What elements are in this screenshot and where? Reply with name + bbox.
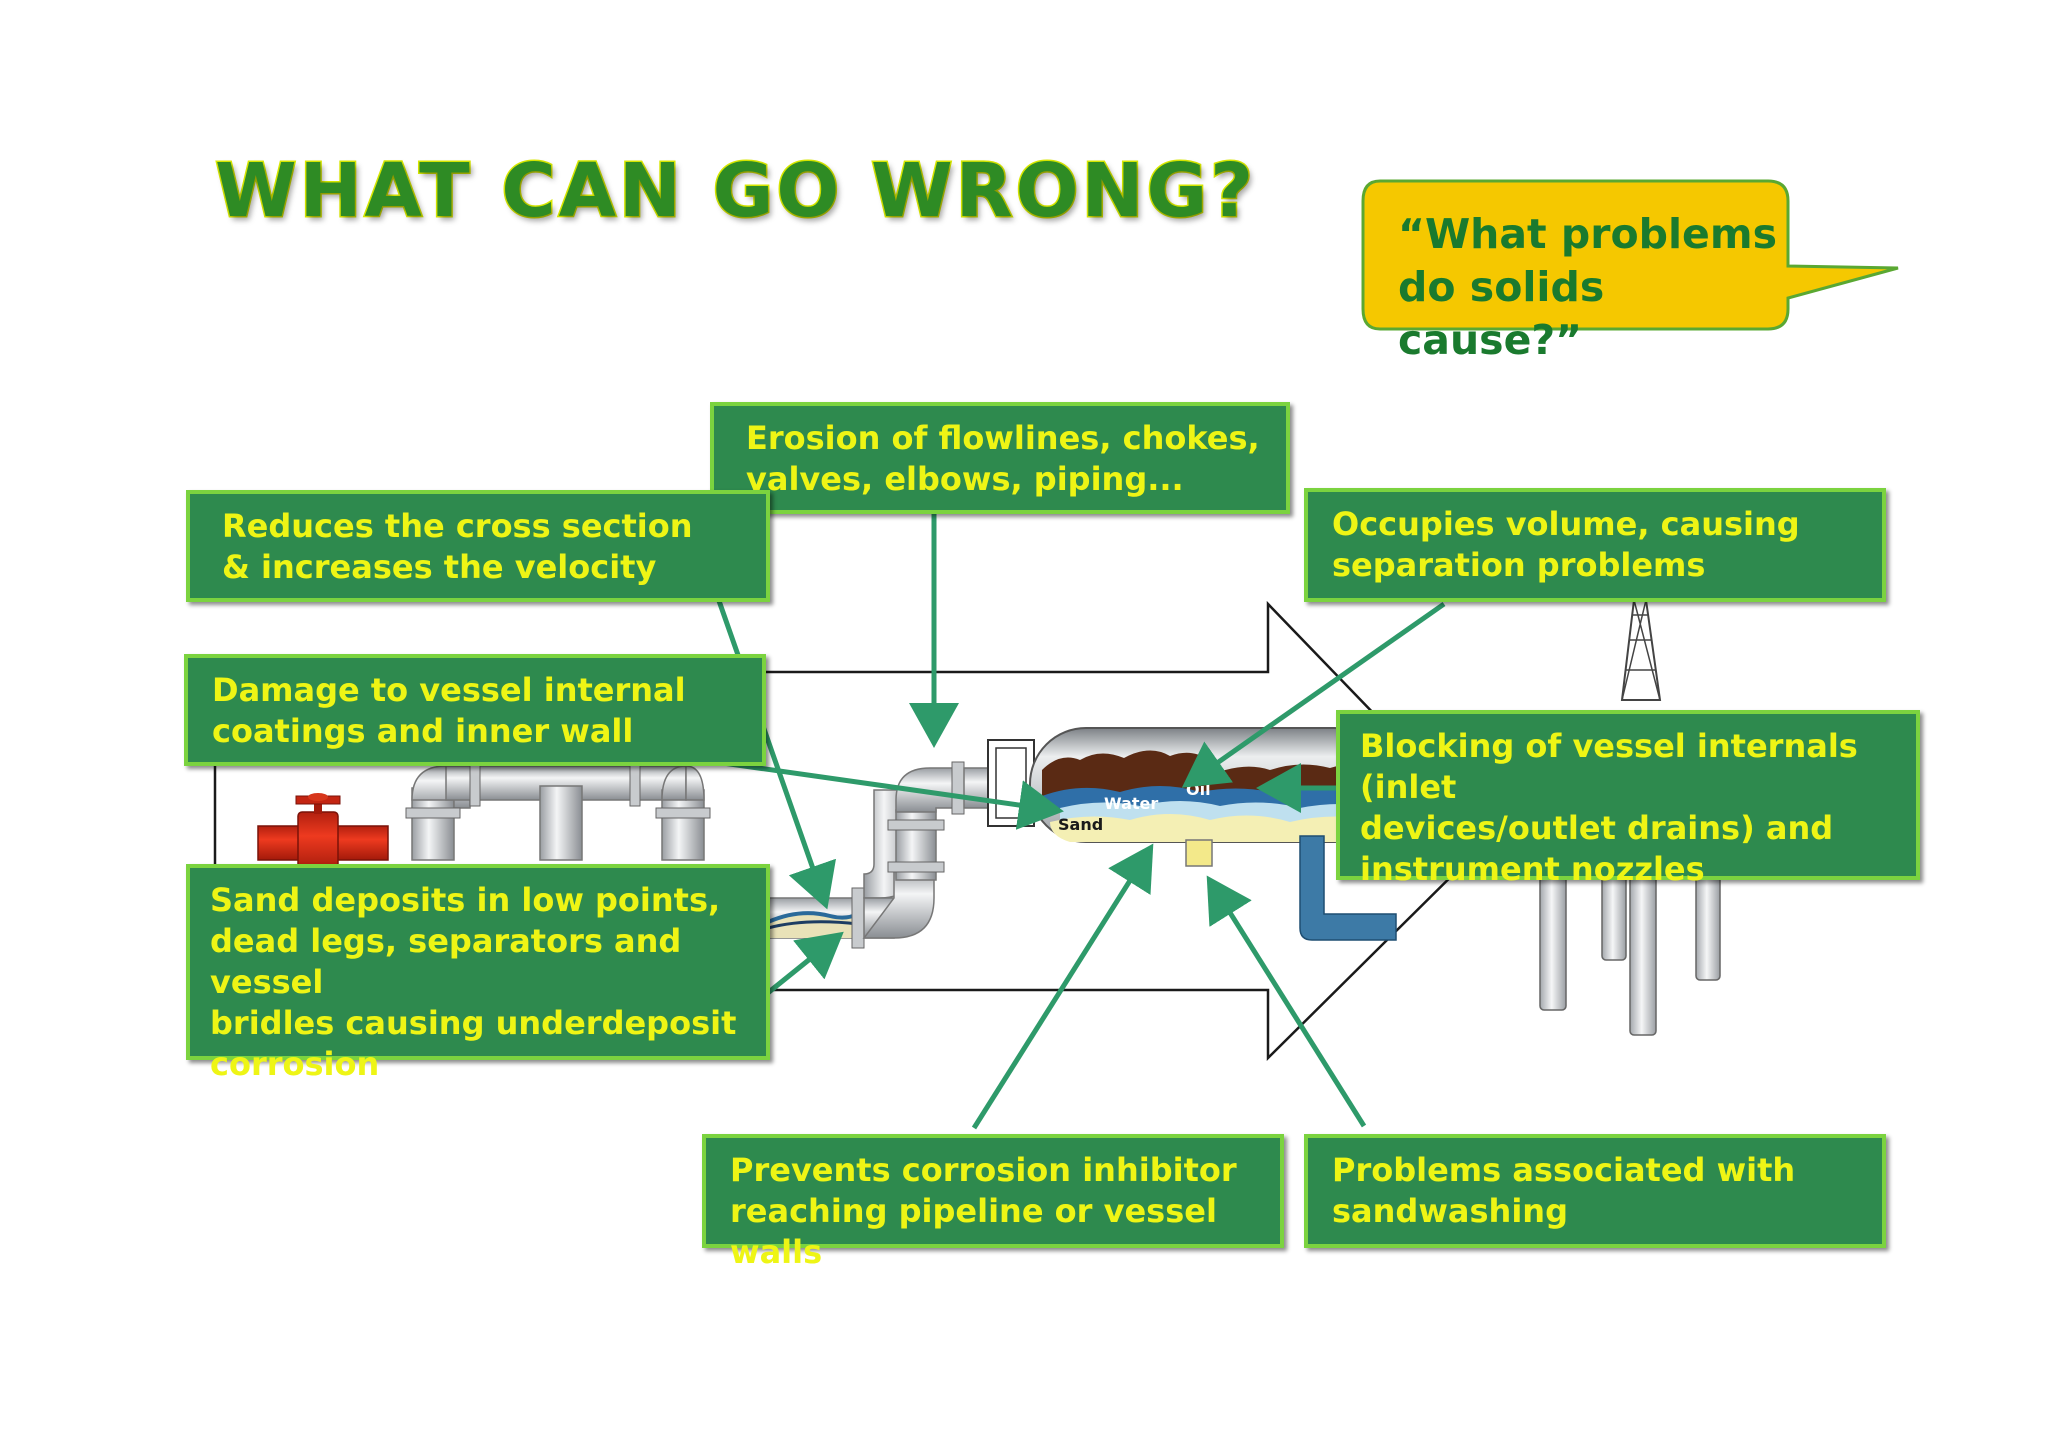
label-reduces-cross-section: Reduces the cross section & increases th…	[186, 490, 770, 602]
pointer-arrow-reduces	[715, 597, 836, 910]
label-sand-deposits: Sand deposits in low points, dead legs, …	[186, 864, 770, 1083]
pointer-arrow-occupies	[1181, 601, 1446, 788]
label-prevents-inhibitor: Prevents corrosion inhibitor reaching pi…	[702, 1134, 1284, 1271]
flowline-pipe	[767, 761, 1025, 949]
pointer-arrow-sandwashing	[1206, 875, 1367, 1128]
pointer-arrows	[715, 512, 1446, 1130]
speech-bubble-text: “What problems do solids cause?”	[1398, 210, 1777, 364]
pointer-arrow-sand-deposits	[762, 931, 844, 998]
label-erosion: Erosion of flowlines, chokes, valves, el…	[710, 402, 1290, 514]
pipe-network	[405, 759, 711, 861]
water-label: Water	[1104, 794, 1158, 813]
label-sandwashing: Problems associated with sandwashing	[1304, 1134, 1886, 1248]
label-occupies-volume: Occupies volume, causing separation prob…	[1304, 488, 1886, 602]
pointer-arrow-prevents	[971, 843, 1154, 1130]
sand-label: Sand	[1058, 815, 1103, 834]
pointer-arrow-damage	[715, 759, 1064, 830]
page-title: WHAT CAN GO WRONG?	[213, 147, 1257, 236]
label-blocking-internals: Blocking of vessel internals (inlet devi…	[1336, 710, 1920, 888]
oil-label: Oil	[1186, 780, 1211, 799]
label-damage-coatings: Damage to vessel internal coatings and i…	[184, 654, 766, 766]
speech-bubble	[1361, 179, 1899, 331]
